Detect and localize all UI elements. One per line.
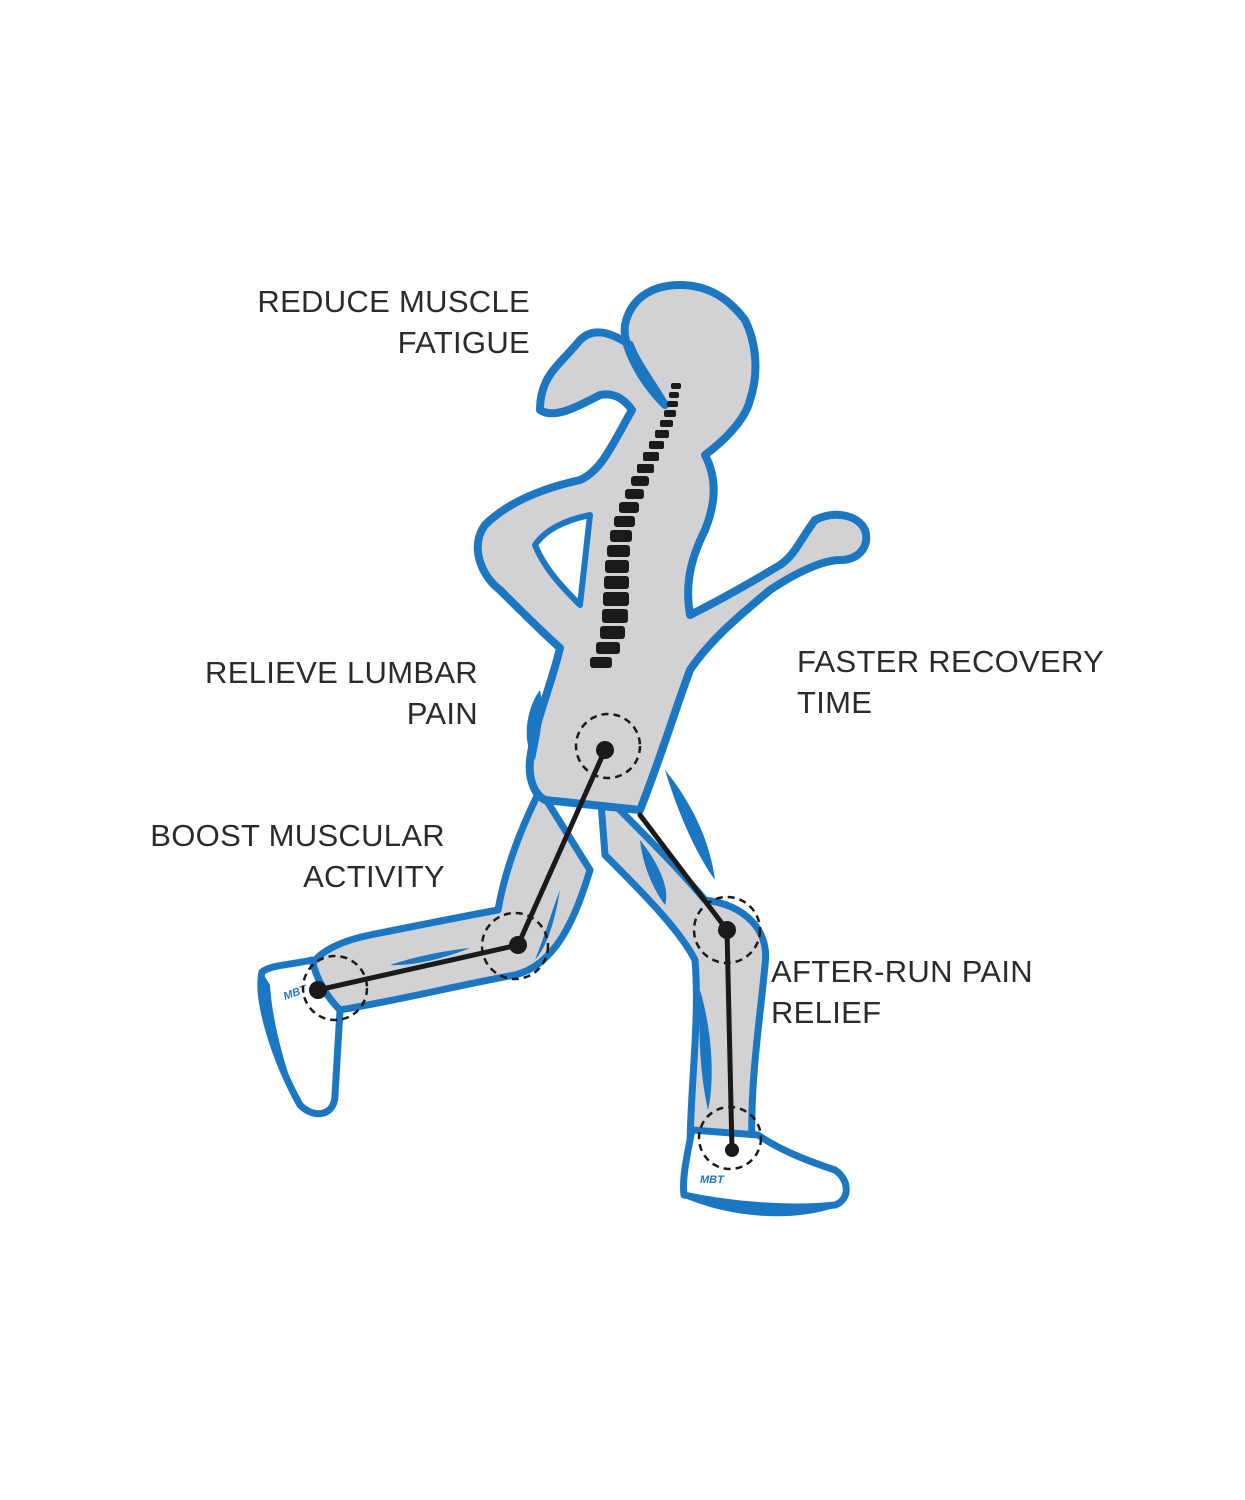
- muscle-highlights: [390, 690, 715, 1110]
- label-after-run-pain-relief: AFTER-RUN PAIN RELIEF: [771, 954, 1033, 1030]
- front-shoe-brand: MBT: [700, 1174, 725, 1186]
- front-shoe-sole: [683, 1192, 836, 1217]
- front-knee-ring: [692, 895, 762, 965]
- runner-body: [473, 281, 871, 814]
- back-knee-ring: [480, 911, 550, 981]
- back-shoe-sole: [260, 972, 300, 1105]
- hip-joint-ring: [574, 712, 642, 780]
- back-ankle-joint: [309, 981, 327, 999]
- label-reduce-muscle-fatigue: REDUCE MUSCLE FATIGUE: [257, 284, 530, 360]
- back-arm-gap: [532, 512, 593, 608]
- front-leg: [596, 786, 770, 1154]
- label-relieve-lumbar-pain: RELIEVE LUMBAR PAIN: [205, 655, 478, 731]
- back-ankle-ring: [301, 954, 369, 1022]
- joints: [301, 712, 763, 1171]
- front-shoe: [680, 1126, 850, 1211]
- spine: [590, 383, 681, 668]
- back-knee-joint: [509, 936, 527, 954]
- front-ankle-joint: [725, 1143, 739, 1157]
- leg-skeleton: [315, 747, 735, 1153]
- label-faster-recovery-time: FASTER RECOVERY TIME: [797, 644, 1105, 720]
- label-boost-muscular-activity: BOOST MUSCULAR ACTIVITY: [150, 818, 445, 894]
- front-knee-joint: [718, 921, 736, 939]
- front-ankle-ring: [697, 1105, 763, 1171]
- hip-joint: [596, 741, 614, 759]
